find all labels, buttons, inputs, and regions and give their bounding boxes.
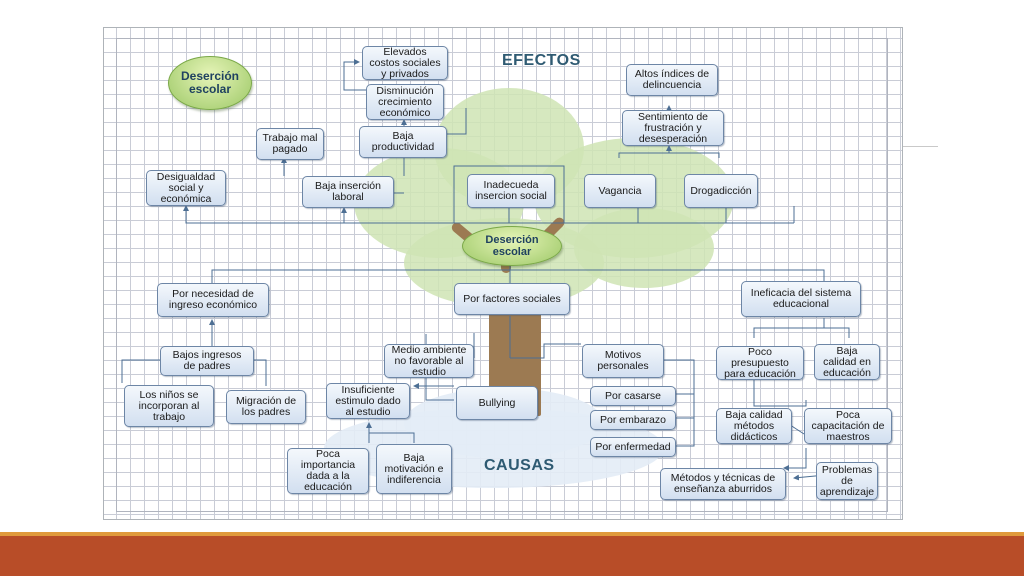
cause-bajos-ingresos: Bajos ingresos de padres <box>160 346 254 376</box>
cause-medio-ambiente: Medio ambiente no favorable al estudio <box>384 344 474 378</box>
cause-bullying: Bullying <box>456 386 538 420</box>
cause-poco-presupuesto: Poco presupuesto para educación <box>716 346 804 380</box>
cause-motivos-personales: Motivos personales <box>582 344 664 378</box>
cause-por-enfermedad: Por enfermedad <box>590 437 676 457</box>
cause-problemas-aprendizaje: Problemas de aprendizaje <box>816 462 878 500</box>
cause-baja-motivacion: Baja motivación e indiferencia <box>376 444 452 494</box>
cause-poca-importancia: Poca importancia dada a la educación <box>287 448 369 494</box>
cause-ineficacia-sistema: Ineficacia del sistema educacional <box>741 281 861 317</box>
footer-stripe <box>0 532 1024 536</box>
effects-heading: EFECTOS <box>502 52 581 69</box>
title-oval: Deserción escolar <box>168 56 252 110</box>
effect-vagancia: Vagancia <box>584 174 656 208</box>
cause-migracion-padres: Migración de los padres <box>226 390 306 424</box>
cause-ninos-trabajo: Los niños se incorporan al trabajo <box>124 385 214 427</box>
grid-border <box>116 38 888 512</box>
cause-poca-capacitacion: Poca capacitación de maestros <box>804 408 892 444</box>
effect-sentimiento-frustracion: Sentimiento de frustración y desesperaci… <box>622 110 724 146</box>
effect-trabajo-mal-pagado: Trabajo mal pagado <box>256 128 324 160</box>
cause-por-embarazo: Por embarazo <box>590 410 676 430</box>
cause-metodos-aburridos: Métodos y técnicas de enseñanza aburrido… <box>660 468 786 500</box>
center-oval: Deserción escolar <box>462 226 562 266</box>
foliage-shape <box>574 208 714 288</box>
cause-insuficiente-estimulo: Insuficiente estimulo dado al estudio <box>326 383 410 419</box>
cause-baja-calidad-educacion: Baja calidad en educación <box>814 344 880 380</box>
cause-por-casarse: Por casarse <box>590 386 676 406</box>
diagram-frame: Deserción escolar EFECTOS CAUSAS Deserci… <box>103 27 903 520</box>
effect-baja-productividad: Baja productividad <box>359 126 447 158</box>
effect-drogadiccion: Drogadicción <box>684 174 758 208</box>
effect-disminucion-crecimiento: Disminución crecimiento económico <box>366 84 444 120</box>
causes-heading: CAUSAS <box>484 457 555 474</box>
cause-factores-sociales: Por factores sociales <box>454 283 570 315</box>
effect-desigualdad: Desigualdad social y económica <box>146 170 226 206</box>
footer-bar <box>0 532 1024 576</box>
effect-altos-indices: Altos índices de delincuencia <box>626 64 718 96</box>
cause-necesidad-ingreso: Por necesidad de ingreso económico <box>157 283 269 317</box>
effect-baja-insercion: Baja inserción laboral <box>302 176 394 208</box>
cause-baja-calidad-metodos: Baja calidad métodos didácticos <box>716 408 792 444</box>
effect-inadecuada-insercion: Inadecueda insercion social <box>467 174 555 208</box>
connector-lines <box>121 59 850 481</box>
effect-elevados-costos: Elevados costos sociales y privados <box>362 46 448 80</box>
